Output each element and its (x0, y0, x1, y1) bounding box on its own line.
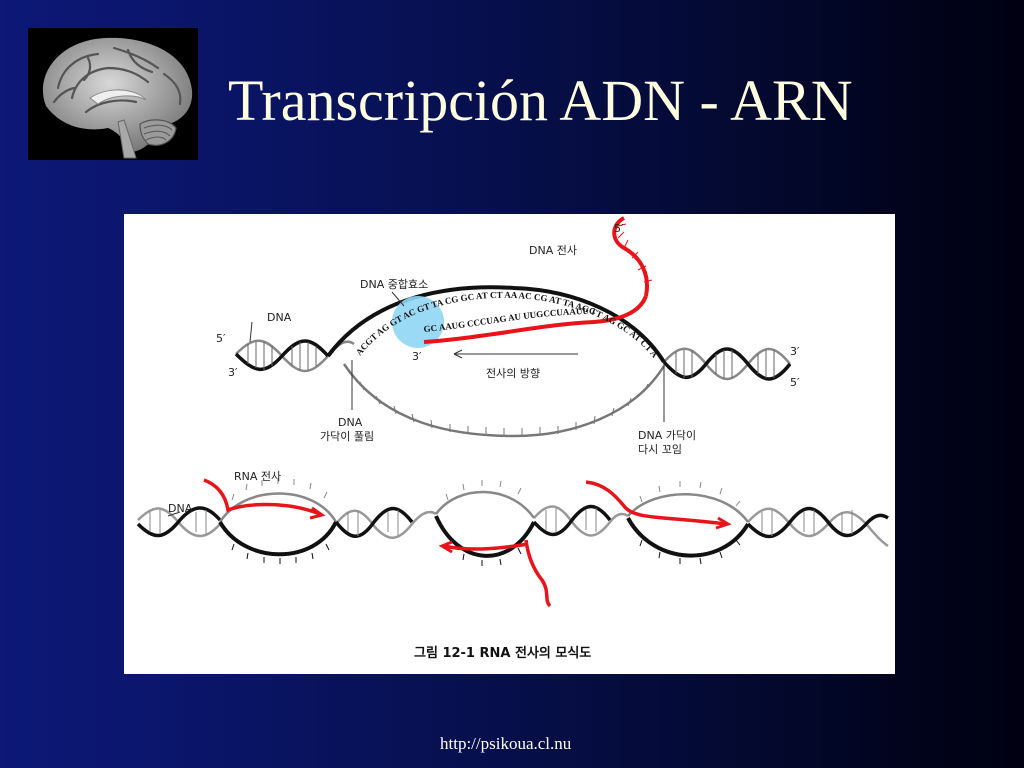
bottom-dna-helix (136, 504, 889, 548)
bottom-dna-label: DNA (168, 502, 193, 515)
brain-sagittal-photo-icon (42, 37, 193, 159)
unwind-label-2: 가닥이 풀림 (320, 430, 374, 443)
left-5-prime-label: 5′ (216, 332, 226, 345)
top-dna-helix (234, 339, 792, 381)
top-lower-strand-ticks (359, 381, 649, 436)
direction-label: 전사의 방향 (486, 367, 540, 380)
dna-leader-line (249, 321, 253, 343)
bottom-rna-label: RNA 전사 (234, 470, 281, 483)
top-rna-tail-ticks (617, 223, 653, 283)
top-upper-strand (326, 285, 666, 364)
left-3-prime-label: 3′ (228, 366, 238, 379)
transcription-diagram: ACGT AG GT AC GT TA CG GC AT CT AA AC CG… (124, 214, 895, 674)
polymerase-label: DNA 중합효소 (360, 278, 428, 291)
slide-title: Transcripción ADN - ARN (228, 68, 853, 133)
unwind-label-1: DNA (338, 416, 363, 429)
bottom-bubble-3 (626, 481, 750, 565)
right-3-prime-label: 3′ (790, 345, 800, 358)
rna-sequence-text: GC AAUG CCCUAG AU UUGCCUAAUUCA AU (124, 214, 596, 334)
dna-polymerase-blob (392, 296, 444, 348)
rna-5-prime-label: 5′ (614, 222, 624, 235)
brain-image (28, 28, 198, 160)
figure-caption: 그림 12-1 RNA 전사의 모식도 (414, 645, 591, 661)
top-lower-strand (342, 363, 666, 438)
transcription-label: DNA 전사 (529, 244, 577, 257)
source-url: http://psikoua.cl.nu (440, 734, 572, 753)
rewind-label-1: DNA 가닥이 (638, 429, 696, 442)
bottom-bubble-2 (434, 480, 536, 566)
top-rna-strand (423, 295, 648, 344)
polymerase-leader-line (391, 291, 405, 307)
bottom-rna-transcripts (203, 478, 732, 608)
right-5-prime-label: 5′ (790, 376, 800, 389)
rewind-label-2: 다시 꼬임 (638, 443, 682, 456)
top-dna-label: DNA (267, 311, 292, 324)
rna-3-prime-label: 3′ (412, 350, 422, 363)
bottom-bubble-1 (218, 478, 338, 564)
